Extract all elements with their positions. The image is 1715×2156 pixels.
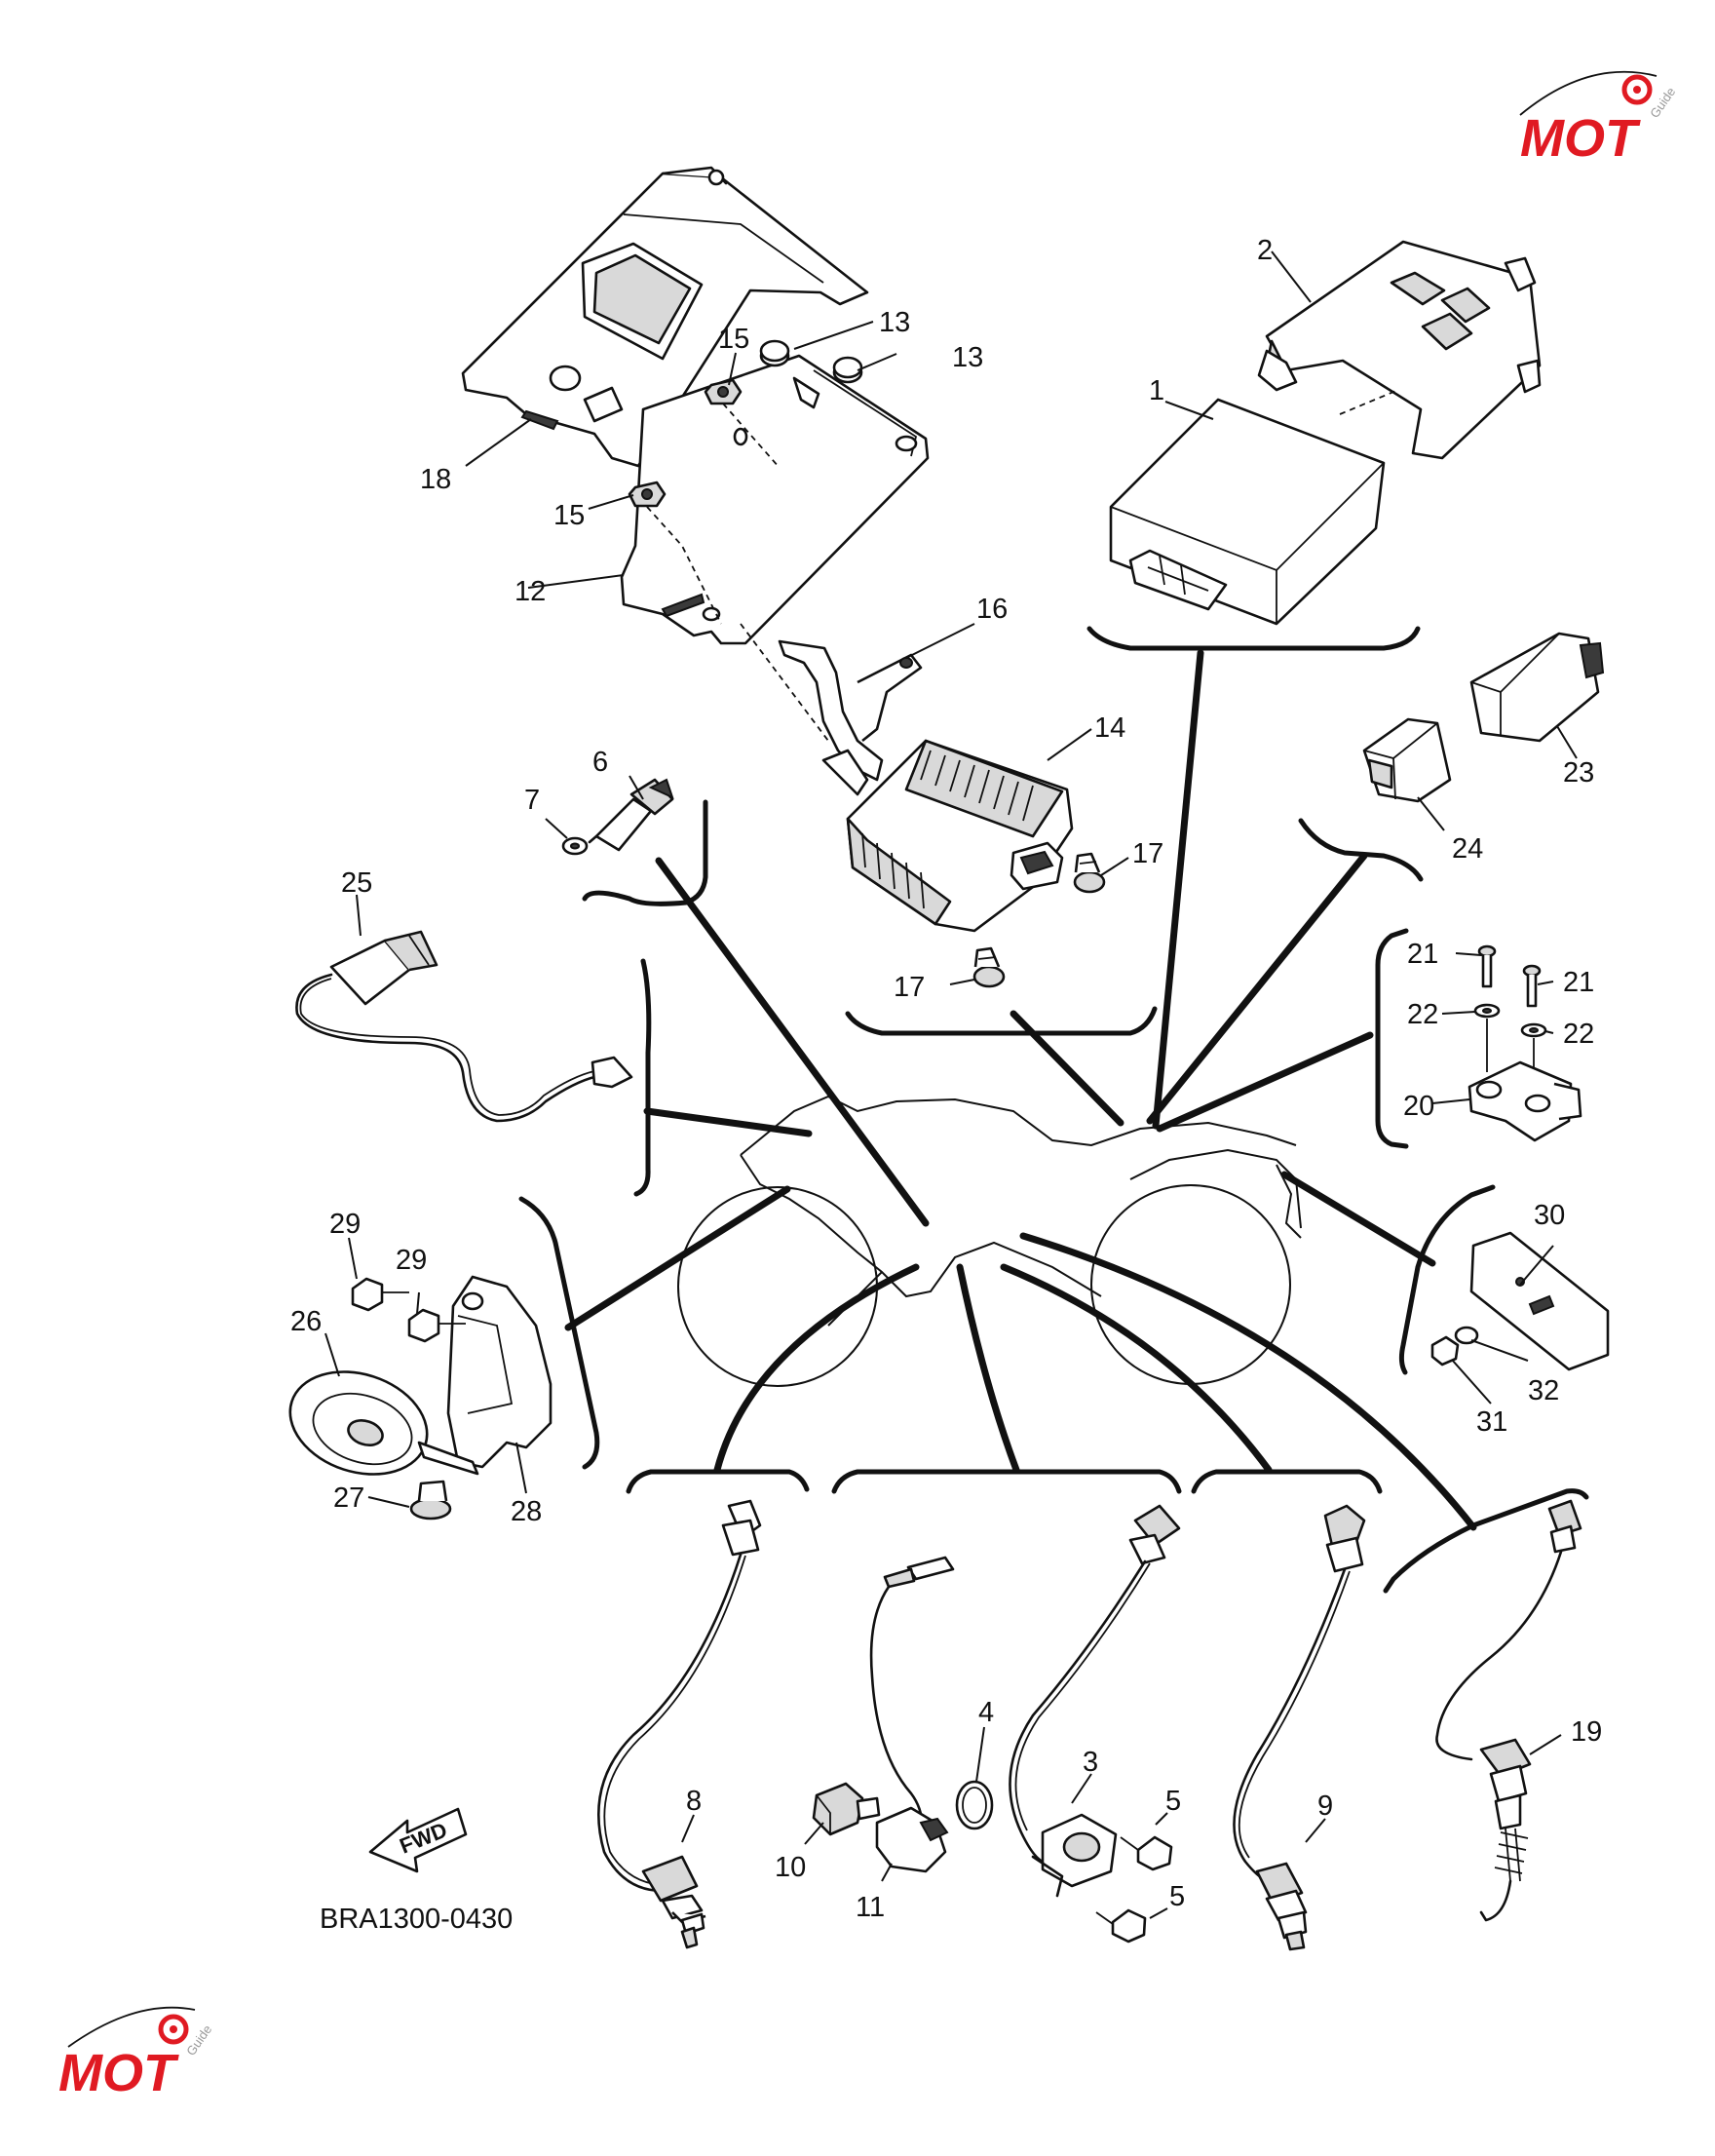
part-15-nut <box>704 378 743 405</box>
callout-20: 20 <box>1403 1091 1434 1122</box>
callout-24: 24 <box>1452 833 1483 865</box>
group-brackets <box>518 626 1589 1594</box>
part-29-bolt <box>407 1308 466 1343</box>
callout-23: 23 <box>1563 757 1594 789</box>
callout-17: 17 <box>1132 838 1163 869</box>
part-8-sensor <box>597 1499 762 1949</box>
callout-5b: 5 <box>1169 1881 1185 1912</box>
part-21-screw <box>1522 964 1542 1008</box>
part-11-sensor <box>869 1556 955 1873</box>
callout-2: 2 <box>1257 235 1273 266</box>
callout-22b: 22 <box>1563 1019 1594 1050</box>
callout-18: 18 <box>420 464 451 495</box>
callout-8: 8 <box>686 1786 702 1817</box>
callout-17b: 17 <box>894 972 925 1003</box>
part-23-relay <box>1469 632 1605 743</box>
callout-28: 28 <box>511 1496 542 1527</box>
callout-5: 5 <box>1165 1786 1181 1817</box>
part-30-panel <box>1469 1231 1610 1371</box>
callout-15: 15 <box>718 324 749 355</box>
callout-15b: 15 <box>553 500 585 531</box>
callout-19: 19 <box>1571 1716 1602 1748</box>
part-27-bolt <box>409 1480 452 1521</box>
callout-25: 25 <box>341 867 372 899</box>
part-9-sensor <box>1233 1504 1366 1951</box>
callout-13b: 13 <box>952 342 983 373</box>
part-16-harness-stay <box>778 639 923 796</box>
callout-1: 1 <box>1149 375 1164 406</box>
callout-16: 16 <box>976 594 1008 625</box>
callout-31: 31 <box>1476 1406 1507 1438</box>
fwd-arrow-icon: FWD <box>368 1807 468 1873</box>
part-3-sensor <box>1009 1504 1181 1898</box>
part-29-bolt <box>351 1277 409 1312</box>
part-14-rectifier-regulator <box>846 739 1074 933</box>
motorcycle-frame-outline <box>677 1095 1302 1387</box>
callout-6: 6 <box>592 747 608 778</box>
callout-21b: 21 <box>1563 967 1594 998</box>
callout-26: 26 <box>290 1306 322 1337</box>
callout-3: 3 <box>1083 1747 1098 1778</box>
part-10-sensor <box>812 1782 881 1836</box>
callout-4: 4 <box>978 1697 994 1728</box>
callout-13: 13 <box>879 307 910 338</box>
part-31-nut <box>1430 1335 1460 1367</box>
part-1-ecu <box>1109 389 1399 626</box>
part-26-horn <box>288 1370 429 1476</box>
callout-leader-lines <box>324 250 1578 1919</box>
part-13-grommet <box>759 339 790 367</box>
part-32-washer <box>1454 1326 1479 1345</box>
part-24-relay <box>1362 717 1452 803</box>
part-12-bracket <box>620 354 930 645</box>
callout-30: 30 <box>1534 1200 1565 1231</box>
part-2-ecu-bracket <box>1257 240 1542 460</box>
watermark-brand: MOT <box>1520 109 1641 168</box>
callout-14: 14 <box>1094 712 1125 744</box>
part-5-bolt <box>1095 1908 1147 1944</box>
part-17-bolt <box>972 946 1006 988</box>
part-5-bolt <box>1120 1835 1173 1871</box>
gear-icon <box>158 2014 189 2045</box>
part-4-o-ring <box>955 1780 994 1830</box>
callout-10: 10 <box>775 1852 806 1883</box>
part-22-washer <box>1520 1022 1547 1038</box>
callout-9: 9 <box>1317 1790 1333 1822</box>
callout-29b: 29 <box>396 1245 427 1276</box>
watermark-bottom-left: MOT Guide <box>58 2006 214 2102</box>
part-20-sensor <box>1467 1060 1582 1142</box>
callout-22: 22 <box>1407 999 1438 1030</box>
callout-11: 11 <box>856 1892 885 1923</box>
part-28-horn-bracket <box>417 1275 553 1476</box>
callout-12: 12 <box>514 576 546 607</box>
gear-icon <box>1621 74 1653 105</box>
callout-32: 32 <box>1528 1375 1559 1406</box>
callout-7: 7 <box>524 785 540 816</box>
part-6-sensor-switch <box>588 778 674 852</box>
part-17-bolt <box>1073 852 1106 894</box>
part-7-washer <box>561 836 589 856</box>
callout-labels: 1 2 3 4 5 5 6 7 8 9 10 11 12 13 13 14 15… <box>290 235 1602 1923</box>
part-15-nut <box>628 481 667 508</box>
part-19-switch <box>1435 1499 1582 1922</box>
part-18-cover <box>461 166 869 468</box>
callout-29: 29 <box>329 1209 361 1240</box>
part-21-screw <box>1477 944 1497 988</box>
part-22-washer <box>1473 1003 1501 1019</box>
diagram-code: BRA1300-0430 <box>320 1904 513 1935</box>
callout-27: 27 <box>333 1482 364 1514</box>
callout-21: 21 <box>1407 939 1438 970</box>
watermark-brand: MOT <box>58 2044 179 2102</box>
part-13-grommet <box>832 356 863 384</box>
watermark-top-right: MOT Guide <box>1519 70 1678 168</box>
part-25-sensor-lead <box>295 930 633 1123</box>
